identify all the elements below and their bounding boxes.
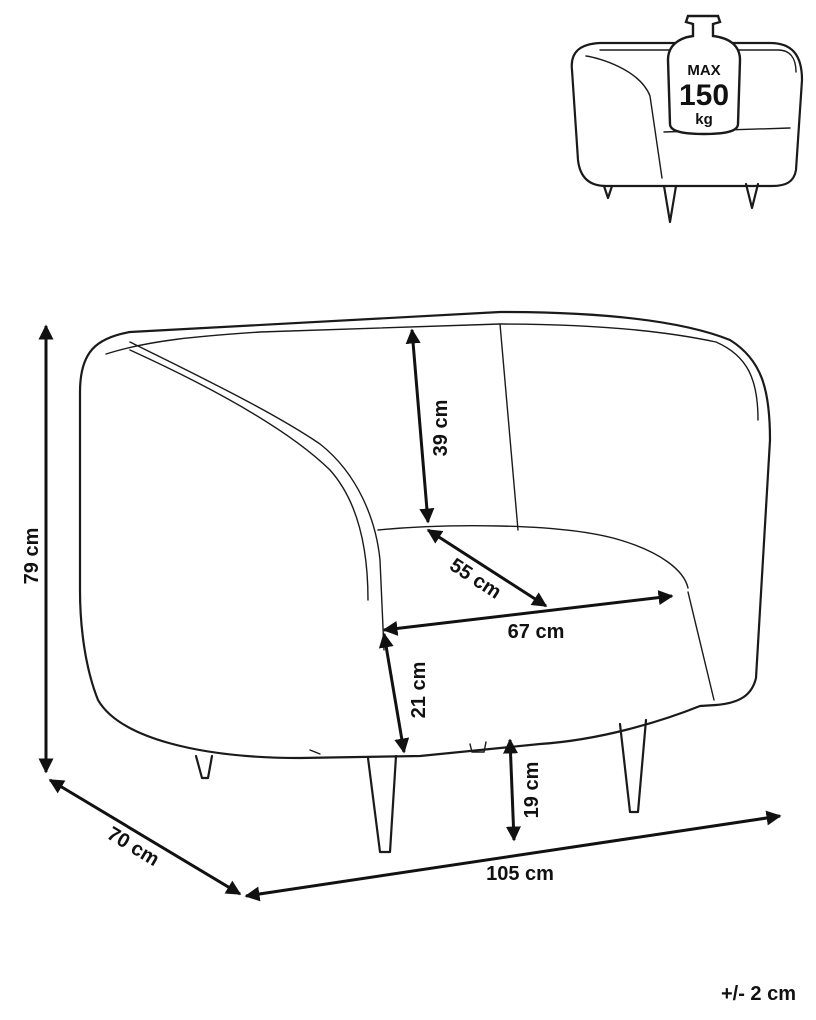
back-height-arrow <box>405 328 435 524</box>
back-height-label: 39 cm <box>430 400 452 457</box>
seat-width-label: 67 cm <box>508 621 565 643</box>
leg-height-label: 19 cm <box>521 762 543 819</box>
width-total-label: 105 cm <box>486 863 554 885</box>
leg-front-left <box>366 754 398 854</box>
thumbnail-armchair: MAX 150 kg <box>570 14 804 224</box>
weight-max-label: MAX <box>687 62 720 79</box>
seat-width-arrow <box>382 590 674 636</box>
armchair-outer-shell <box>78 310 772 760</box>
depth-total-arrow <box>48 778 242 896</box>
height-total-label: 79 cm <box>21 528 43 585</box>
weight-unit: kg <box>695 111 713 128</box>
leg-front-right <box>618 718 648 814</box>
dimension-lines <box>38 324 782 902</box>
weight-value: 150 <box>679 79 729 112</box>
seat-height-arrow <box>378 632 410 754</box>
leg-back-left <box>194 754 214 780</box>
width-total-arrow <box>244 810 782 902</box>
main-armchair <box>78 310 772 854</box>
dimension-labels: 79 cm 39 cm 55 cm 67 cm 21 cm 19 cm 70 c… <box>21 400 796 1005</box>
weight-icon: MAX 150 kg <box>666 14 742 136</box>
leg-height-arrow <box>503 738 521 842</box>
tolerance-label: +/- 2 cm <box>721 983 796 1005</box>
seat-height-label: 21 cm <box>408 662 430 719</box>
